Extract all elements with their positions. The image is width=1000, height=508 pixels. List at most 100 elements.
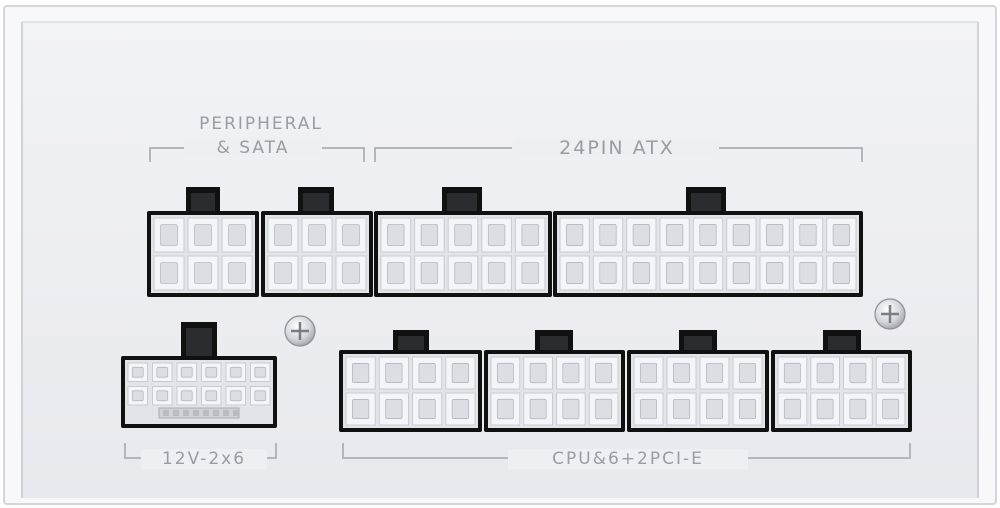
peripheral-sata-connector-1-pin xyxy=(153,217,185,253)
cpu-pcie-connector-4-pin xyxy=(875,392,906,426)
atx-connector-18pin-pin xyxy=(792,255,824,291)
cpu-pcie-connector-3-latch-inner xyxy=(684,336,712,352)
atx-connector-10pin-latch-inner xyxy=(447,193,477,213)
peripheral-sata-connector-2-pin xyxy=(267,217,299,253)
atx-connector-18pin-pin xyxy=(826,217,857,253)
cpu-pcie-connector-4-pin xyxy=(810,392,840,426)
atx-connector-18pin-pin xyxy=(592,255,624,291)
peripheral-sata-connector-1-latch-inner xyxy=(191,193,215,213)
cpu-pcie-connector-1-pin xyxy=(412,356,443,390)
atx-connector-10pin-pin xyxy=(447,255,479,291)
atx-connector-18pin[interactable] xyxy=(553,187,863,297)
hpwr-connector-12v-2x6-pin xyxy=(225,386,246,406)
atx-connector-18pin-pin xyxy=(659,255,690,291)
cpu-pcie-connector-2-pin xyxy=(588,356,619,390)
atx-connector-18pin-pin xyxy=(559,255,590,291)
atx-connector-10pin[interactable] xyxy=(374,187,552,297)
atx-connector-18pin-pin xyxy=(759,255,790,291)
cpu-pcie-connector-3-pin xyxy=(699,356,730,390)
cpu-pcie-connector-1-pin xyxy=(345,356,376,390)
cpu-pcie-connector-3[interactable] xyxy=(627,330,769,432)
hpwr-connector-12v-2x6-pin xyxy=(201,386,222,406)
peripheral-sata-connector-2[interactable] xyxy=(261,187,373,297)
peripheral-sata-connector-2-pin xyxy=(301,217,333,253)
hpwr-12v-2x6-label: 12V-2x6 xyxy=(141,449,267,469)
cpu-pcie-connector-1-pin xyxy=(378,392,409,426)
atx-connector-18pin-pin xyxy=(559,217,590,253)
cpu-pcie-connector-4-latch-inner xyxy=(828,336,856,352)
cpu-pcie-connector-4-pin xyxy=(843,392,873,426)
cpu-pcie-connector-2-pin xyxy=(588,392,619,426)
cpu-pcie-connector-2-pin xyxy=(556,356,586,390)
atx-bracket-right xyxy=(716,147,863,162)
cpu-pcie-connector-3-pin xyxy=(633,392,664,426)
atx-connector-18pin-pin xyxy=(726,217,757,253)
cpu-pcie-connector-2-pin xyxy=(556,392,586,426)
hpwr-connector-12v-2x6-pin xyxy=(176,386,197,406)
peripheral-sata-connector-1-pin xyxy=(187,255,219,291)
atx-connector-10pin-pin xyxy=(481,255,512,291)
cpu-pcie-connector-2-pin xyxy=(523,356,553,390)
screw-right xyxy=(874,298,906,330)
atx-connector-18pin-pin xyxy=(592,217,624,253)
atx-connector-18pin-pin xyxy=(726,255,757,291)
atx-connector-18pin-pin xyxy=(626,217,657,253)
atx-24pin-label: 24PIN ATX xyxy=(515,138,719,158)
atx-connector-10pin-pin xyxy=(514,255,546,291)
cpu-pcie-connector-3-pin xyxy=(732,392,763,426)
peripheral-sata-connector-1-pin xyxy=(187,217,219,253)
atx-connector-18pin-pin xyxy=(626,255,657,291)
cpu-pcie-connector-4-pin xyxy=(777,392,808,426)
atx-connector-10pin-pin xyxy=(380,217,412,253)
atx-connector-18pin-pin xyxy=(692,255,724,291)
hpwr-connector-12v-2x6-latch-inner xyxy=(186,328,212,358)
peripheral-sata-label-line2: & SATA xyxy=(184,138,322,158)
guide-lines xyxy=(124,147,911,459)
cpu-pcie-connector-3-pin xyxy=(699,392,730,426)
atx-connector-10pin-pin xyxy=(380,255,412,291)
cpu-pcie-connector-1-pin xyxy=(345,392,376,426)
hpwr-bracket-left xyxy=(124,443,142,459)
hpwr-connector-12v-2x6-pin xyxy=(250,362,271,382)
peripheral-sata-connector-2-pin xyxy=(301,255,333,291)
atx-connector-10pin-pin xyxy=(481,217,512,253)
hpwr-connector-12v-2x6-pin xyxy=(152,362,173,382)
cpu-pcie-connector-4-pin xyxy=(777,356,808,390)
cpu-pcie-connector-4-pin xyxy=(810,356,840,390)
peripheral-sata-connector-2-pin xyxy=(335,217,367,253)
atx-connector-10pin-pin xyxy=(447,217,479,253)
peripheral-sata-connector-1-pin xyxy=(153,255,185,291)
cpu-pcie-connector-2-latch-inner xyxy=(540,336,568,352)
atx-connector-10pin-pin xyxy=(414,255,445,291)
cpu-pcie-connector-1[interactable] xyxy=(339,330,482,432)
hpwr-connector-12v-2x6-pin xyxy=(201,362,222,382)
peripheral-sata-label-line1: PERIPHERAL xyxy=(199,114,323,134)
cpu-pcie-connector-4[interactable] xyxy=(771,330,912,432)
atx-connector-18pin-latch-inner xyxy=(691,193,721,213)
hpwr-connector-12v-2x6-pin xyxy=(152,386,173,406)
peripheral-sata-connector-2-pin xyxy=(335,255,367,291)
cpu-pcie-connector-2-pin xyxy=(490,356,521,390)
cpu-pcie-connector-2[interactable] xyxy=(484,330,625,432)
hpwr-connector-12v-2x6-pin xyxy=(176,362,197,382)
hpwr-connector-12v-2x6-pin xyxy=(127,386,148,406)
atx-connector-10pin-pin xyxy=(414,217,445,253)
screw-left xyxy=(284,315,316,347)
atx-connector-18pin-pin xyxy=(659,217,690,253)
cpu-pcie-connector-3-pin xyxy=(666,392,697,426)
connector-group xyxy=(121,187,912,432)
atx-connector-18pin-pin xyxy=(826,255,857,291)
hpwr-connector-12v-2x6[interactable] xyxy=(121,322,277,428)
atx-connector-18pin-pin xyxy=(792,217,824,253)
cpu-pcie-connector-3-pin xyxy=(666,356,697,390)
peripheral-bracket-right xyxy=(318,147,365,162)
cpu-pcie-connector-1-latch-inner xyxy=(398,336,424,352)
cpu-pcie-connector-2-pin xyxy=(523,392,553,426)
cpu-pcie-connector-2-pin xyxy=(490,392,521,426)
cpu-pcie-connector-4-pin xyxy=(843,356,873,390)
hpwr-connector-12v-2x6-pin xyxy=(225,362,246,382)
peripheral-sata-connector-1[interactable] xyxy=(147,187,259,297)
peripheral-sata-connector-2-latch-inner xyxy=(303,193,329,213)
atx-connector-10pin-pin xyxy=(514,217,546,253)
